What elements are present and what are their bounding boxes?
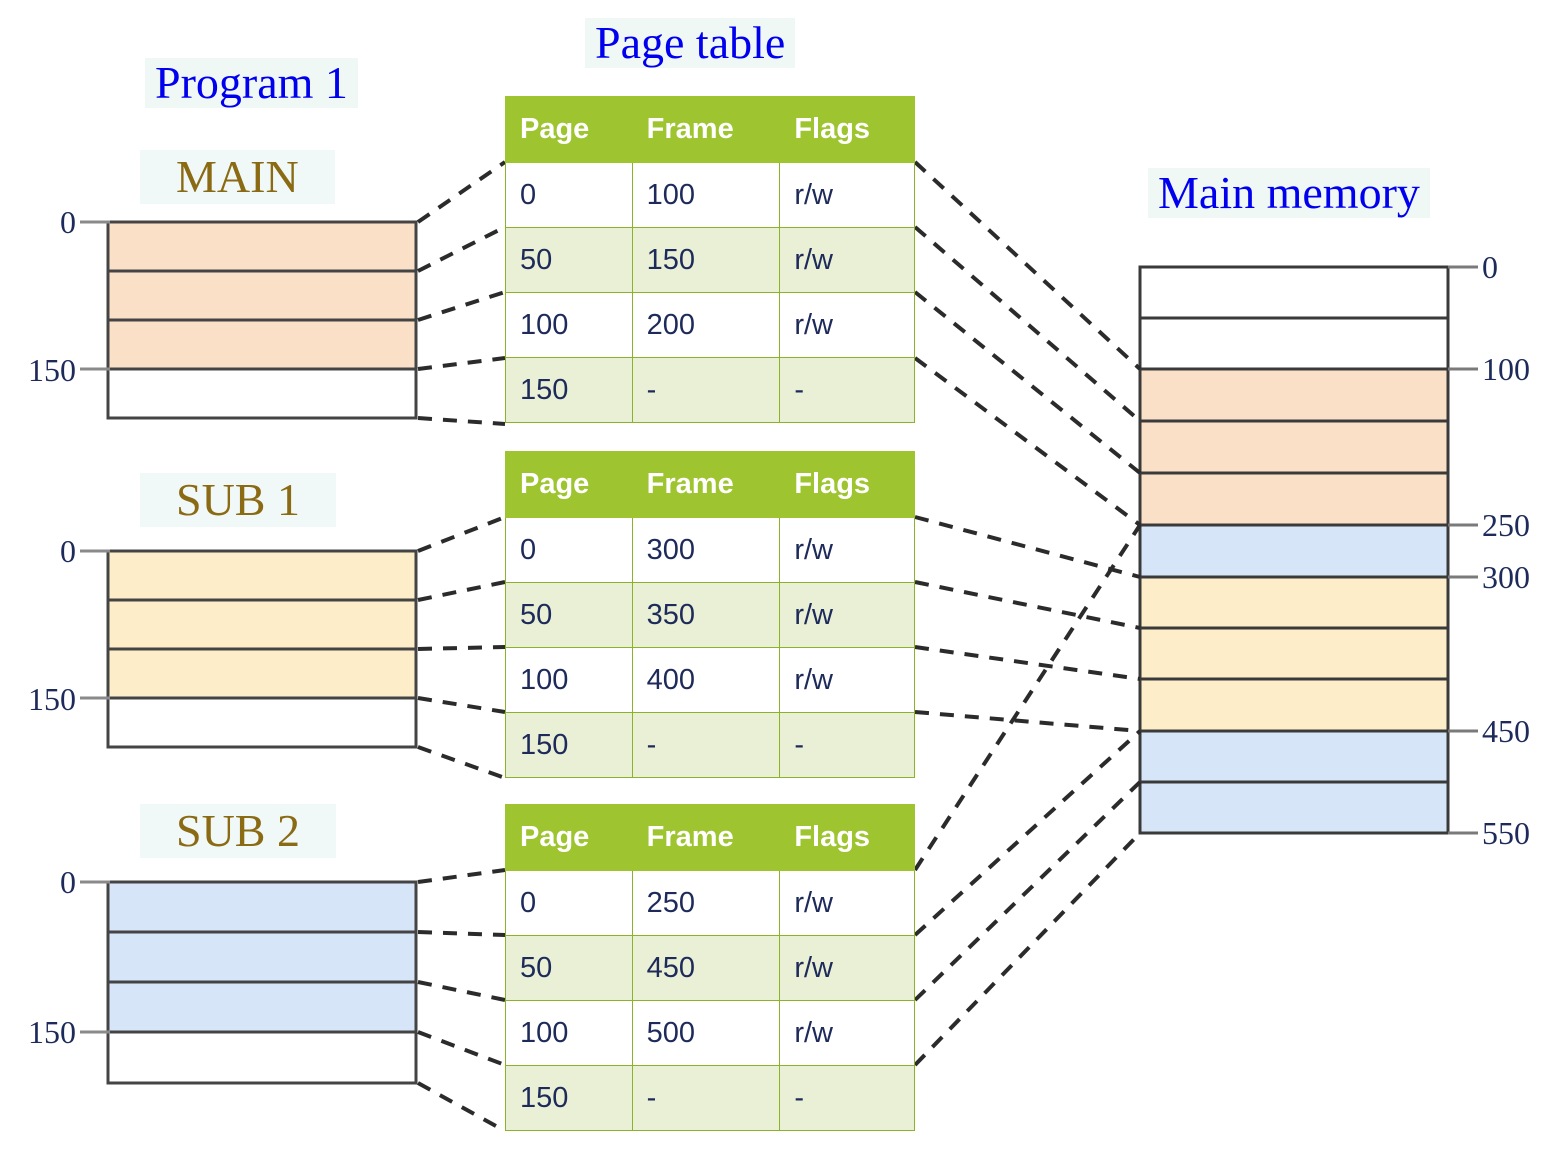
cell-page: 100 [505,647,633,713]
table-row: 50 450 r/w [505,935,915,1001]
connectors-table-to-memory [913,160,1142,1067]
memory-address-550: 550 [1482,815,1530,851]
memory-address-0: 0 [1482,249,1498,285]
cell-page: 150 [505,357,633,423]
cell-flags: r/w [779,1000,915,1066]
axis-sub1-150: 150 [28,681,76,717]
page-title-program: Program 1 [145,58,358,108]
cell-frame: 400 [631,647,781,713]
cell-frame: 350 [631,582,781,648]
table-row: 0 100 r/w [505,162,915,228]
cell-page: 150 [505,712,633,778]
cell-flags: r/w [779,227,915,293]
table-header-row: Page Frame Flags [505,96,915,163]
cell-page: 0 [505,517,633,583]
col-header-frame: Frame [631,804,781,871]
program-block-sub1 [80,549,418,749]
cell-frame: - [631,712,781,778]
cell-flags: r/w [779,292,915,358]
table-row: 150 - - [505,357,915,423]
cell-frame: - [631,1065,781,1131]
table-row: 150 - - [505,712,915,778]
cell-page: 100 [505,292,633,358]
program-label-sub1: SUB 1 [140,473,336,527]
cell-frame: 500 [631,1000,781,1066]
table-row: 50 150 r/w [505,227,915,293]
cell-flags: r/w [779,517,915,583]
cell-page: 50 [505,582,633,648]
table-header-row: Page Frame Flags [505,451,915,518]
cell-flags: r/w [779,647,915,713]
col-header-flags: Flags [779,96,915,163]
col-header-page: Page [505,96,633,163]
program-label-main: MAIN [140,150,335,204]
cell-flags: r/w [779,870,915,936]
cell-flags: - [779,357,915,423]
cell-flags: r/w [779,582,915,648]
col-header-page: Page [505,451,633,518]
cell-page: 150 [505,1065,633,1131]
table-row: 100 500 r/w [505,1000,915,1066]
col-header-flags: Flags [779,451,915,518]
cell-frame: 150 [631,227,781,293]
page-table-main: Page Frame Flags 0 100 r/w 50 150 r/w 10… [505,96,915,423]
axis-sub2-150: 150 [28,1014,76,1050]
table-row: 0 250 r/w [505,870,915,936]
cell-frame: 100 [631,162,781,228]
col-header-frame: Frame [631,96,781,163]
cell-frame: 300 [631,517,781,583]
axis-sub1-0: 0 [60,533,76,569]
table-row: 100 400 r/w [505,647,915,713]
cell-flags: - [779,1065,915,1131]
program-block-main [80,220,418,420]
cell-flags: r/w [779,162,915,228]
page-title-page-table: Page table [585,18,796,68]
page-table-sub1: Page Frame Flags 0 300 r/w 50 350 r/w 10… [505,451,915,778]
cell-page: 50 [505,227,633,293]
cell-page: 0 [505,162,633,228]
program-label-sub2: SUB 2 [140,804,336,858]
cell-frame: 250 [631,870,781,936]
cell-page: 100 [505,1000,633,1066]
table-header-row: Page Frame Flags [505,804,915,871]
connectors-program-to-table [416,160,507,1133]
memory-address-250: 250 [1482,507,1530,543]
axis-main-0: 0 [60,204,76,240]
cell-flags: - [779,712,915,778]
page-title-main-memory: Main memory [1148,168,1430,218]
cell-frame: - [631,357,781,423]
col-header-page: Page [505,804,633,871]
table-row: 0 300 r/w [505,517,915,583]
cell-page: 0 [505,870,633,936]
memory-address-100: 100 [1482,351,1530,387]
table-row: 100 200 r/w [505,292,915,358]
table-row: 50 350 r/w [505,582,915,648]
memory-address-450: 450 [1482,713,1530,749]
cell-page: 50 [505,935,633,1001]
axis-sub2-0: 0 [60,864,76,900]
col-header-frame: Frame [631,451,781,518]
col-header-flags: Flags [779,804,915,871]
table-row: 150 - - [505,1065,915,1131]
main-memory-column [1138,265,1478,835]
cell-frame: 200 [631,292,781,358]
memory-address-300: 300 [1482,559,1530,595]
cell-flags: r/w [779,935,915,1001]
page-table-sub2: Page Frame Flags 0 250 r/w 50 450 r/w 10… [505,804,915,1131]
cell-frame: 450 [631,935,781,1001]
axis-main-150: 150 [28,352,76,388]
program-block-sub2 [80,880,418,1085]
